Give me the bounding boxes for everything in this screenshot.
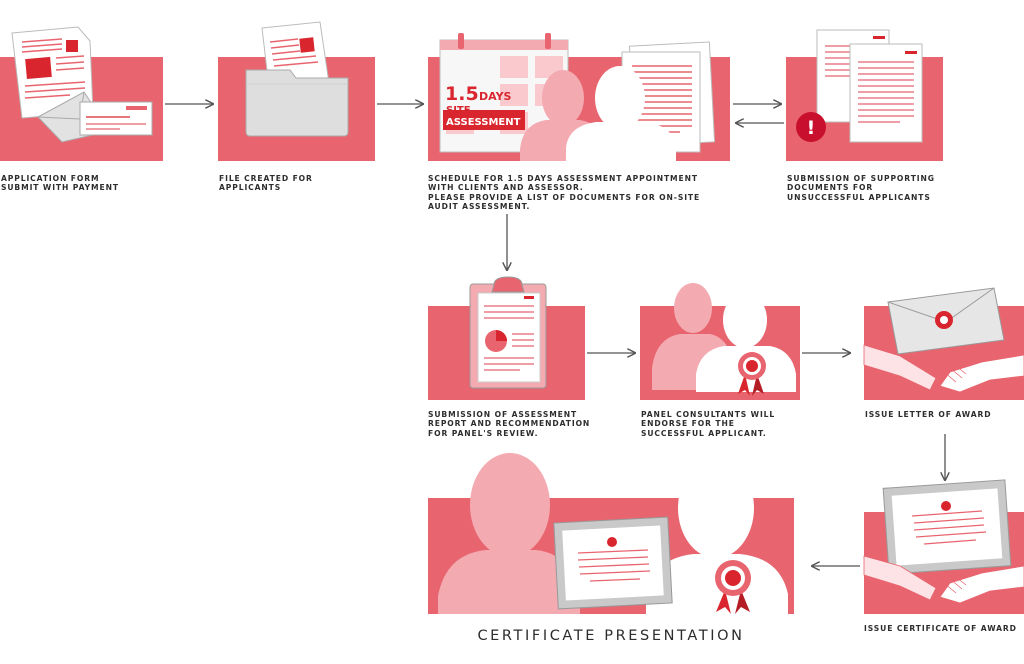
- calendar-assessment-label: ASSESSMENT: [446, 117, 521, 128]
- certificate-presentation-title: CERTIFICATE PRESENTATION: [477, 628, 745, 644]
- assessor-person-icon: [566, 66, 676, 161]
- folder-icon: [245, 21, 349, 137]
- caption-certificate-award: ISSUE CERTIFICATE OF AWARD: [864, 624, 1017, 633]
- payment-cheque-icon: [79, 101, 153, 136]
- caption-panel-endorse: PANEL CONSULTANTS WILL ENDORSE FOR THE S…: [641, 410, 776, 438]
- caption-schedule: SCHEDULE FOR 1.5 DAYS ASSESSMENT APPOINT…: [428, 174, 701, 211]
- award-rosette-icon: [738, 352, 766, 396]
- calendar-site-label: SITE: [446, 105, 471, 116]
- warning-symbol: !: [807, 117, 816, 139]
- caption-file-created: FILE CREATED FOR APPLICANTS: [219, 174, 313, 193]
- certificate-frame-icon: [882, 479, 1012, 575]
- application-form-icon: [11, 26, 94, 119]
- caption-supporting-docs: SUBMISSION OF SUPPORTING DOCUMENTS FOR U…: [787, 174, 935, 202]
- calendar-days-value: 1.5: [445, 83, 479, 105]
- clipboard-report-icon: [469, 276, 547, 389]
- recipient-person-icon: [646, 458, 788, 614]
- presenter-person-icon: [438, 453, 580, 614]
- award-letter-envelope-icon: [887, 287, 1005, 355]
- certificate-handshake-icon: [863, 555, 1024, 604]
- warning-icon: !: [796, 112, 826, 142]
- flow-arrows: [165, 104, 945, 566]
- ceremony-rosette-icon: [715, 560, 751, 614]
- supporting-documents-icon: [816, 29, 923, 143]
- caption-application: APPLICATION FORM SUBMIT WITH PAYMENT: [1, 174, 119, 193]
- calendar-days-unit: DAYS: [479, 90, 512, 103]
- presented-certificate-icon: [553, 516, 673, 610]
- caption-letter-award: ISSUE LETTER OF AWARD: [865, 410, 992, 419]
- caption-assessment-report: SUBMISSION OF ASSESSMENT REPORT AND RECO…: [428, 410, 591, 438]
- handshake-icon: [863, 344, 1024, 393]
